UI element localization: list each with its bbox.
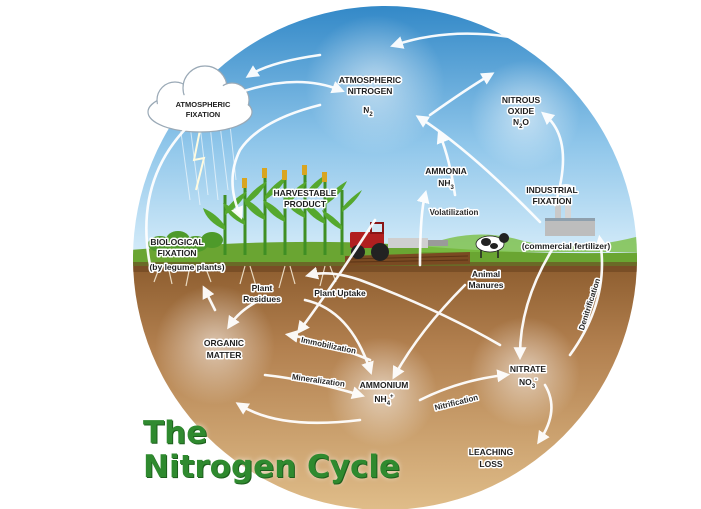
hills [420,234,637,252]
process-volatilization: Volatilization [430,208,479,217]
title-line-2: Nitrogen Cycle [143,449,401,485]
industrial-fixation-note: (commercial fertilizer) [522,241,611,251]
plant-residues-label-1: Plant [252,283,273,293]
node-harvestable-product: HARVESTABLE PRODUCT [272,187,338,211]
glow-atmosphere [305,15,445,155]
industrial-fixation-label-1: INDUSTRIAL [526,185,577,195]
legume-plants [148,231,223,252]
leaching-loss-label-1: LEACHING [469,447,514,457]
animal-manures-label-2: Manures [469,280,504,290]
cow-icon [475,233,509,258]
node-nitrous-oxide: NITROUS OXIDE N2O [500,94,542,132]
nitrous-oxide-label-1: NITROUS [502,95,541,105]
node-leaching-loss: LEACHING LOSS [467,446,515,471]
node-biological-fixation: BIOLOGICAL FIXATION (by legume plants) [148,236,226,274]
glow-nitrous [470,60,580,170]
atmospheric-nitrogen-label-2: NITROGEN [348,86,393,96]
harvestable-product-label-2: PRODUCT [284,199,327,209]
nitrate-formula: NO3- [519,377,537,390]
ammonium-formula: NH4+ [374,394,394,407]
atmospheric-fixation-label-2: FIXATION [186,110,220,119]
industrial-fixation-label-2: FIXATION [532,196,571,206]
title-line-1: The [143,415,208,451]
plant-residues-label-2: Residues [243,294,281,304]
ground-strip [133,241,637,266]
node-industrial-fixation: INDUSTRIAL FIXATION (commercial fertiliz… [520,184,612,253]
glow-organic [155,285,275,405]
node-atmospheric-fixation: ATMOSPHERIC FIXATION [176,100,231,119]
ammonium-label: AMMONIUM [360,380,409,390]
harvestable-product-label-1: HARVESTABLE [274,188,337,198]
nitrous-oxide-formula: N2O [513,117,529,130]
ammonia-formula: NH3 [438,178,454,191]
plant-uptake-label: Plant Uptake [314,288,366,298]
lightning-bolt-icon [192,129,206,191]
node-atmospheric-nitrogen: ATMOSPHERIC NITROGEN N2 [337,74,402,120]
glow-ammonium [327,337,437,447]
atmospheric-nitrogen-label-1: ATMOSPHERIC [339,75,401,85]
leaching-loss-label-2: LOSS [479,459,502,469]
nitrous-oxide-label-2: OXIDE [508,106,535,116]
ammonia-label: AMMONIA [425,166,467,176]
node-ammonia: AMMONIA NH3 [424,165,469,193]
biological-fixation-label-1: BIOLOGICAL [150,237,203,247]
organic-matter-label-2: MATTER [207,350,242,360]
atmospheric-nitrogen-formula: N2 [363,105,373,118]
biological-fixation-note: (by legume plants) [149,262,224,272]
cycle-arrows [145,32,608,445]
cloud-icon [147,65,253,133]
roots [153,265,337,289]
animal-manures-label-1: Animal [472,269,500,279]
node-organic-matter: ORGANIC MATTER [202,337,245,362]
rain-streaks [179,124,237,206]
factory-icon [545,184,595,236]
node-plant-residues: Plant Residues [242,282,283,306]
node-ammonium: AMMONIUM NH4+ [358,379,410,409]
node-plant-uptake: Plant Uptake [313,287,368,300]
nitrate-label: NITRATE [510,364,547,374]
organic-matter-label-1: ORGANIC [204,338,244,348]
atmospheric-fixation-label-1: ATMOSPHERIC [176,100,231,109]
biological-fixation-label-2: FIXATION [157,248,196,258]
node-nitrate: NITRATE NO3- [508,363,548,392]
node-animal-manures: Animal Manures [467,268,505,292]
soil-dark-band [133,262,637,272]
